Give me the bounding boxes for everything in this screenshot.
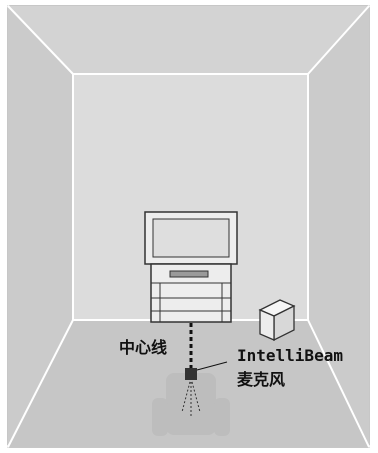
- left-wall: [8, 6, 73, 447]
- room-edges: [7, 5, 370, 448]
- tv-icon: [144, 211, 238, 265]
- ceiling: [8, 6, 369, 74]
- microphone-leader-line: [196, 361, 228, 371]
- subwoofer-icon: [258, 299, 296, 342]
- microphone-label-line2: 麦克风: [237, 370, 285, 389]
- right-wall: [308, 6, 369, 447]
- microphone-icon: [181, 368, 201, 416]
- center-line-label: 中心线: [119, 338, 167, 357]
- microphone-label-line1: IntelliBeam: [237, 346, 343, 365]
- tv-rack-icon: [150, 263, 232, 323]
